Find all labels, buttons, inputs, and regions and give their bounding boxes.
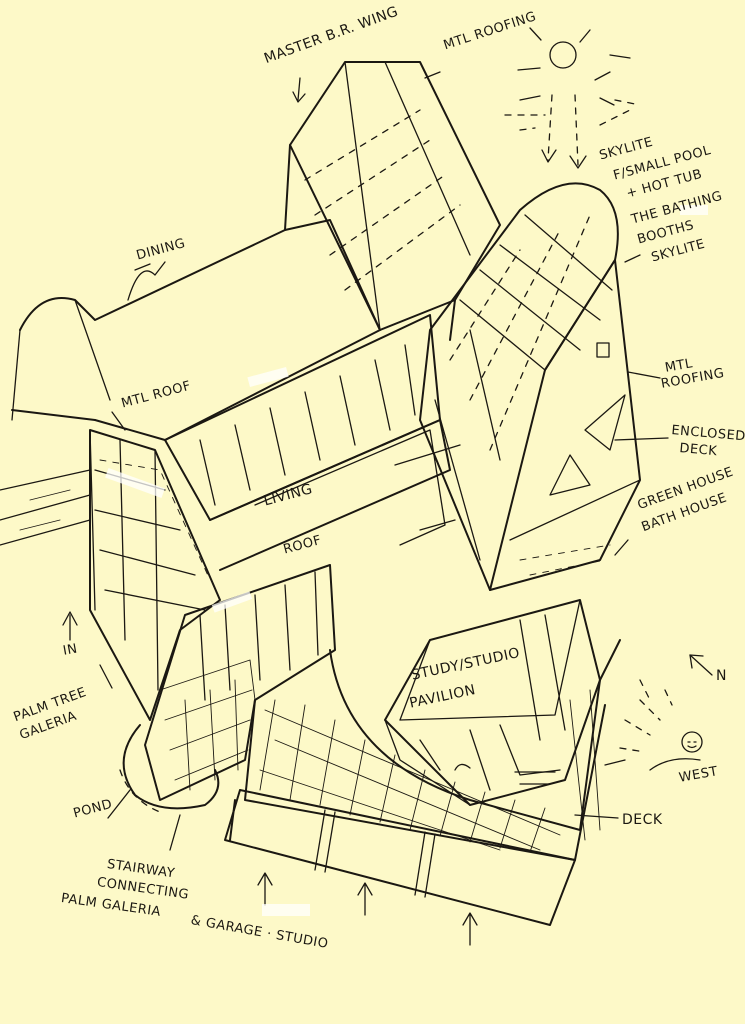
pond (119, 724, 220, 813)
label-north: N (716, 668, 727, 684)
living-block (164, 314, 461, 571)
garage-bays (224, 789, 576, 946)
north-arrow-icon (689, 654, 713, 676)
label-deck: DECK (622, 812, 663, 828)
study-studio-pavilion (384, 599, 601, 806)
skylite-pool-roof (419, 182, 619, 591)
whiteout-marks (105, 205, 708, 916)
entry-arrow-icon (62, 611, 78, 641)
label-in: IN (61, 641, 79, 659)
label-enclosed-deck: DECK (678, 441, 718, 460)
sun-west-icon (604, 679, 703, 771)
master-br-wing-roof (284, 61, 501, 341)
leader-lines (99, 71, 669, 851)
sun-top-icon (504, 27, 641, 169)
green-house-bath-house (489, 259, 641, 591)
garage-studio-block (144, 564, 336, 801)
dining-wing-roof (11, 219, 381, 441)
